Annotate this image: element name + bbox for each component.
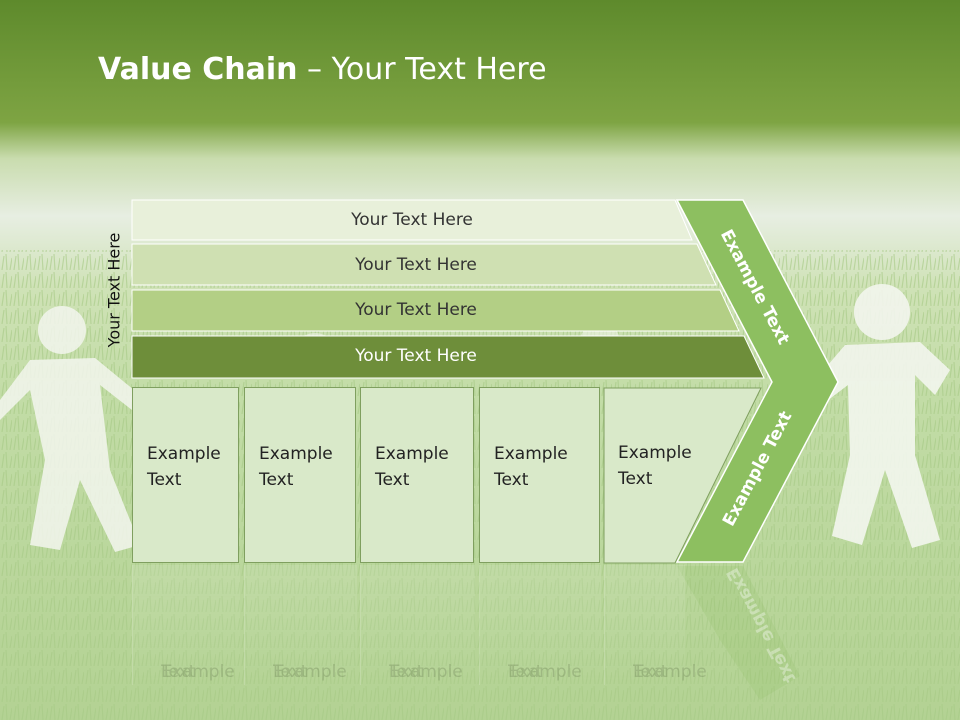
chevron-arrow bbox=[675, 199, 839, 563]
bar-1-shape bbox=[131, 199, 693, 241]
box-3-line2: Text bbox=[375, 470, 410, 490]
box-2-reflection-line2: Text bbox=[273, 662, 308, 682]
bar-3-label: Your Text Here bbox=[355, 300, 477, 320]
paper-people-left-icon bbox=[0, 306, 140, 552]
paper-people-right-icon bbox=[805, 284, 950, 548]
box-5-shape bbox=[603, 387, 762, 564]
bar-1-label: Your Text Here bbox=[351, 210, 473, 230]
bar-4: Your Text Here bbox=[132, 336, 700, 376]
title-bold: Value Chain bbox=[98, 52, 298, 87]
box-4: Example Text bbox=[479, 387, 600, 563]
box-2: Example Text bbox=[244, 387, 356, 563]
box-5-line2: Text bbox=[618, 469, 653, 489]
bar-4-shape bbox=[131, 335, 765, 379]
box-5: Example Text bbox=[604, 387, 718, 492]
bar-3: Your Text Here bbox=[132, 290, 700, 330]
box-4-reflection-line2: Text bbox=[508, 662, 543, 682]
box-1-line2: Text bbox=[147, 470, 182, 490]
title-rest: – Your Text Here bbox=[297, 52, 547, 87]
box-4-line2: Text bbox=[494, 470, 529, 490]
bar-2-shape bbox=[131, 243, 717, 286]
box-2-line2: Text bbox=[259, 470, 294, 490]
box-1-reflection-line2: Text bbox=[161, 662, 196, 682]
box-3: Example Text bbox=[360, 387, 474, 563]
chevron-reflection bbox=[677, 566, 800, 700]
bar-1: Your Text Here bbox=[132, 200, 692, 240]
bar-4-label: Your Text Here bbox=[355, 346, 477, 366]
page-title: Value Chain – Your Text Here bbox=[98, 52, 547, 87]
bar-2: Your Text Here bbox=[132, 245, 700, 285]
box-4-line1: Example bbox=[494, 444, 568, 464]
box-1: Example Text bbox=[132, 387, 239, 563]
box-5-line1: Example bbox=[618, 443, 692, 463]
box-3-line1: Example bbox=[375, 444, 449, 464]
box-1-line1: Example bbox=[147, 444, 221, 464]
box-3-reflection-line2: Text bbox=[389, 662, 424, 682]
box-5-reflection-line2: Text bbox=[633, 662, 668, 682]
bar-2-label: Your Text Here bbox=[355, 255, 477, 275]
box-2-line1: Example bbox=[259, 444, 333, 464]
bar-3-shape bbox=[131, 289, 740, 332]
